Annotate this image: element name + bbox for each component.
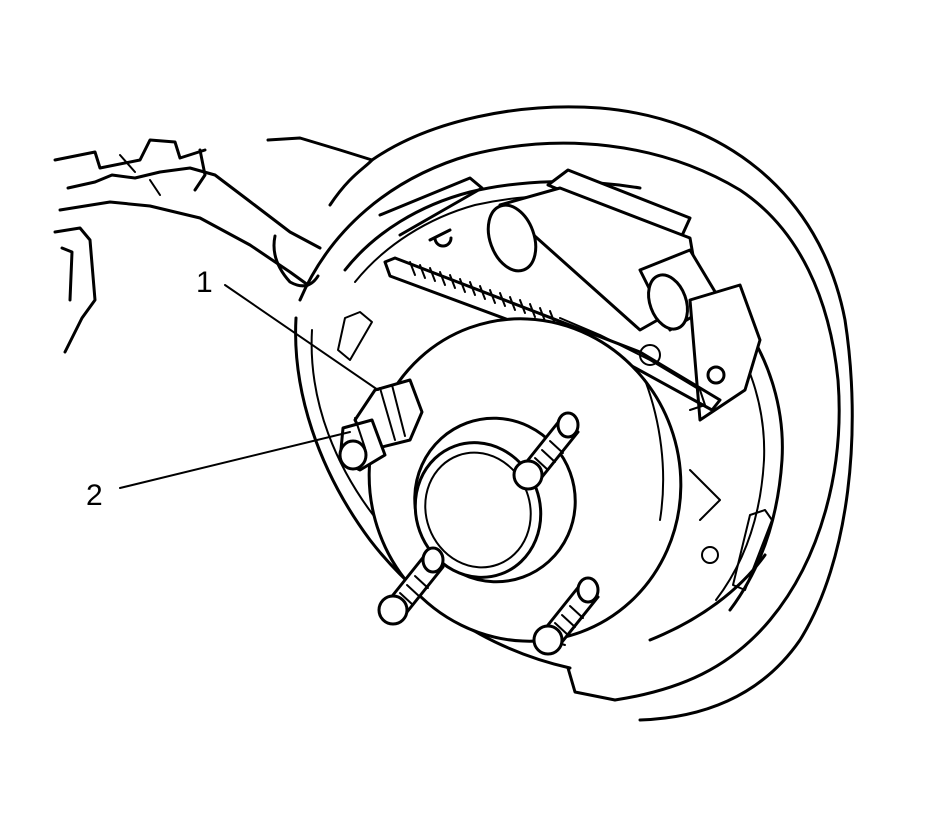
bleeder-fitting xyxy=(338,378,424,472)
wheel-cylinder xyxy=(486,168,762,422)
callout-2-label: 2 xyxy=(86,479,103,512)
callout-1-leader xyxy=(224,284,379,391)
wheel-stud xyxy=(532,576,600,656)
callout-2-leader xyxy=(119,431,351,489)
callout-1-label: 1 xyxy=(196,266,213,299)
return-spring xyxy=(383,256,722,412)
plate-details xyxy=(337,311,773,591)
wheel-stud xyxy=(512,411,580,491)
suspension-frame xyxy=(53,136,374,354)
wheel-stud xyxy=(377,546,445,626)
